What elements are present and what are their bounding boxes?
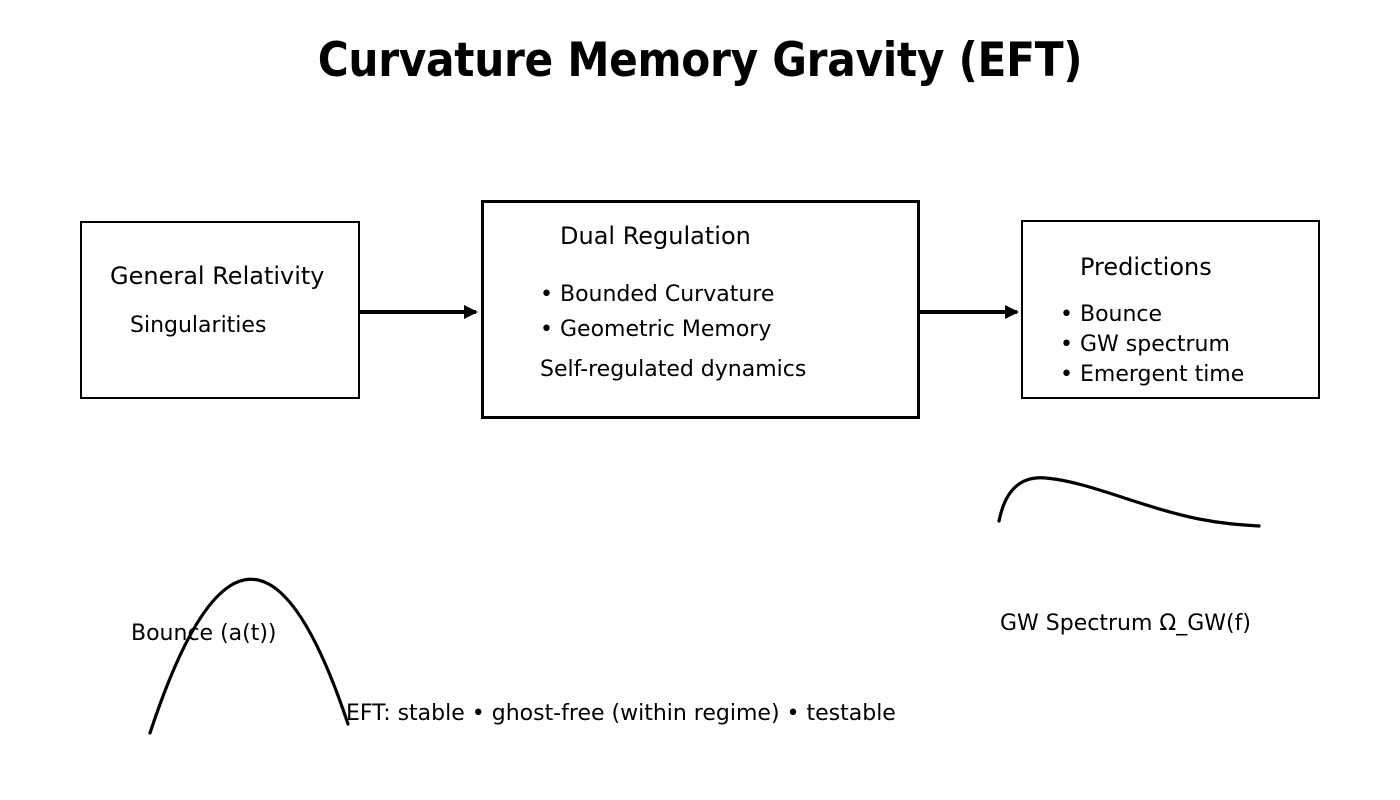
footer-note: EFT: stable • ghost-free (within regime)… (346, 701, 896, 726)
node-general-relativity-title: General Relativity (110, 262, 325, 290)
bounce-curve (148, 577, 350, 735)
arrow-dual-to-predictions-head (1005, 305, 1019, 319)
gw-spectrum-caption: GW Spectrum Ω_GW(f) (1000, 611, 1251, 636)
node-dual-regulation-bullet-1-label: Bounded Curvature (559, 282, 775, 307)
page-title: Curvature Memory Gravity (EFT) (317, 33, 1083, 88)
bullet-glyph-icon: • (1060, 362, 1073, 387)
arrow-gr-to-dual (360, 305, 478, 319)
node-dual-regulation-bullet-2: •Geometric Memory (540, 319, 771, 341)
node-predictions-bullet-1-label: Bounce (1079, 302, 1163, 327)
arrow-dual-to-predictions (920, 305, 1019, 319)
gw-spectrum-curve (997, 476, 1261, 528)
node-general-relativity-line-1: Singularities (130, 313, 267, 338)
node-dual-regulation-line-1: Self-regulated dynamics (540, 357, 807, 382)
bullet-glyph-icon: • (540, 317, 553, 342)
node-dual-regulation[interactable] (481, 200, 920, 419)
bullet-glyph-icon: • (1060, 332, 1073, 357)
node-predictions-title: Predictions (1080, 253, 1212, 281)
node-dual-regulation-bullet-2-label: Geometric Memory (559, 317, 772, 342)
node-predictions-bullet-3-label: Emergent time (1079, 362, 1245, 387)
node-predictions-bullet-2-label: GW spectrum (1079, 332, 1230, 357)
arrow-gr-to-dual-head (464, 305, 478, 319)
node-general-relativity[interactable] (80, 221, 360, 399)
node-dual-regulation-title: Dual Regulation (560, 222, 751, 250)
node-predictions[interactable] (1021, 220, 1320, 399)
node-predictions-bullet-1: •Bounce (1060, 304, 1162, 326)
bullet-glyph-icon: • (1060, 302, 1073, 327)
bounce-caption: Bounce (a(t)) (131, 621, 277, 646)
node-predictions-bullet-2: •GW spectrum (1060, 334, 1230, 356)
node-dual-regulation-bullet-1: •Bounded Curvature (540, 284, 774, 306)
node-predictions-bullet-3: •Emergent time (1060, 364, 1244, 386)
bullet-glyph-icon: • (540, 282, 553, 307)
